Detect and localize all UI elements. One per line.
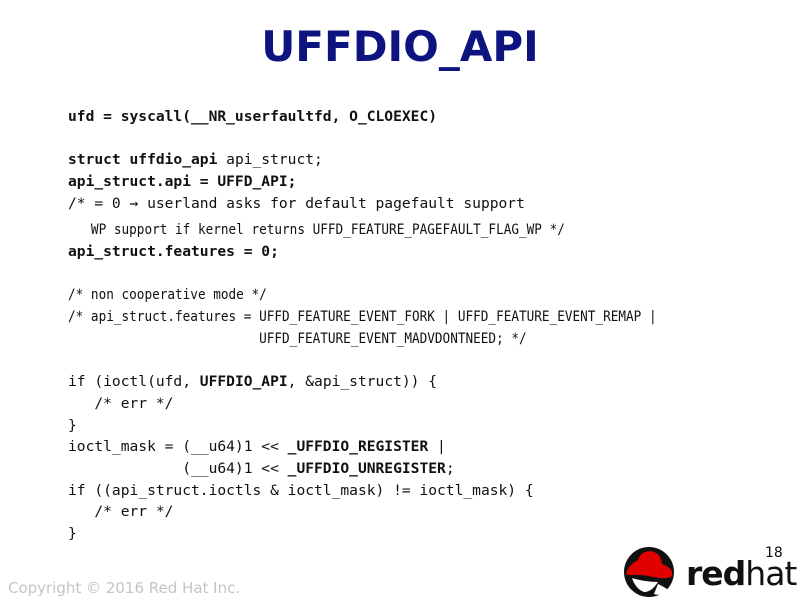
code-line-syscall: ufd = syscall(__NR_userfaultfd, O_CLOEXE… (68, 108, 438, 125)
code-keyword-uffdio-api: UFFDIO_API (199, 373, 288, 390)
code-line-comment-features: /* api_struct.features = UFFD_FEATURE_EV… (68, 307, 745, 327)
code-line-ioctl-if: if (ioctl(ufd, UFFDIO_API, &api_struct))… (68, 372, 437, 392)
code-text: ; (445, 460, 455, 477)
code-line-brace-1: } (68, 417, 77, 434)
wordmark-red: red (686, 554, 746, 593)
code-line-mask-1: ioctl_mask = (__u64)1 << _UFFDIO_REGISTE… (68, 437, 446, 457)
code-text: | (428, 438, 446, 455)
code-line-comment-wp: WP support if kernel returns UFFD_FEATUR… (68, 220, 639, 240)
code-line-comment-madv: UFFD_FEATURE_EVENT_MADVDONTNEED; */ (68, 329, 595, 349)
code-line-comment-noncoop: /* non cooperative mode */ (68, 285, 296, 305)
code-comment-noncoop-text: /* non cooperative mode */ (68, 286, 267, 303)
code-line-features-assign: api_struct.features = 0; (68, 243, 279, 260)
code-line-check-if: if ((api_struct.ioctls & ioctl_mask) != … (68, 482, 534, 499)
redhat-shadowman-icon (624, 547, 674, 597)
code-keyword-unregister: _UFFDIO_UNREGISTER (287, 460, 446, 477)
slide-title: UFFDIO_API (261, 22, 539, 71)
code-comment-features-text: /* api_struct.features = UFFD_FEATURE_EV… (68, 308, 657, 325)
code-line-api-assign: api_struct.api = UFFD_API; (68, 173, 297, 190)
code-text: ioctl_mask = (__u64)1 << (68, 438, 288, 455)
code-line-comment-default: /* = 0 → userland asks for default pagef… (68, 195, 525, 212)
code-line-struct-decl: struct uffdio_api api_struct; (68, 150, 323, 170)
code-keyword-register: _UFFDIO_REGISTER (287, 438, 429, 455)
code-text: (__u64)1 << (68, 460, 288, 477)
code-struct-type: struct uffdio_api (68, 151, 218, 168)
code-comment-wp-text: WP support if kernel returns UFFD_FEATUR… (68, 221, 565, 238)
code-line-err-1: /* err */ (68, 395, 174, 412)
wordmark-hat: hat (745, 554, 797, 593)
code-struct-var: api_struct; (217, 151, 323, 168)
page-number: 18 (765, 545, 783, 561)
code-comment-madv-text: UFFD_FEATURE_EVENT_MADVDONTNEED; */ (68, 330, 527, 347)
code-line-mask-2: (__u64)1 << _UFFDIO_UNREGISTER; (68, 459, 455, 479)
redhat-logo: redhat (618, 547, 797, 598)
code-text: , &api_struct)) { (287, 373, 438, 390)
code-text: if (ioctl(ufd, (68, 373, 200, 390)
redhat-wordmark: redhat (686, 554, 797, 593)
copyright-footer: Copyright © 2016 Red Hat Inc. (8, 579, 241, 597)
code-line-brace-2: } (68, 525, 77, 542)
code-line-err-2: /* err */ (68, 503, 174, 520)
